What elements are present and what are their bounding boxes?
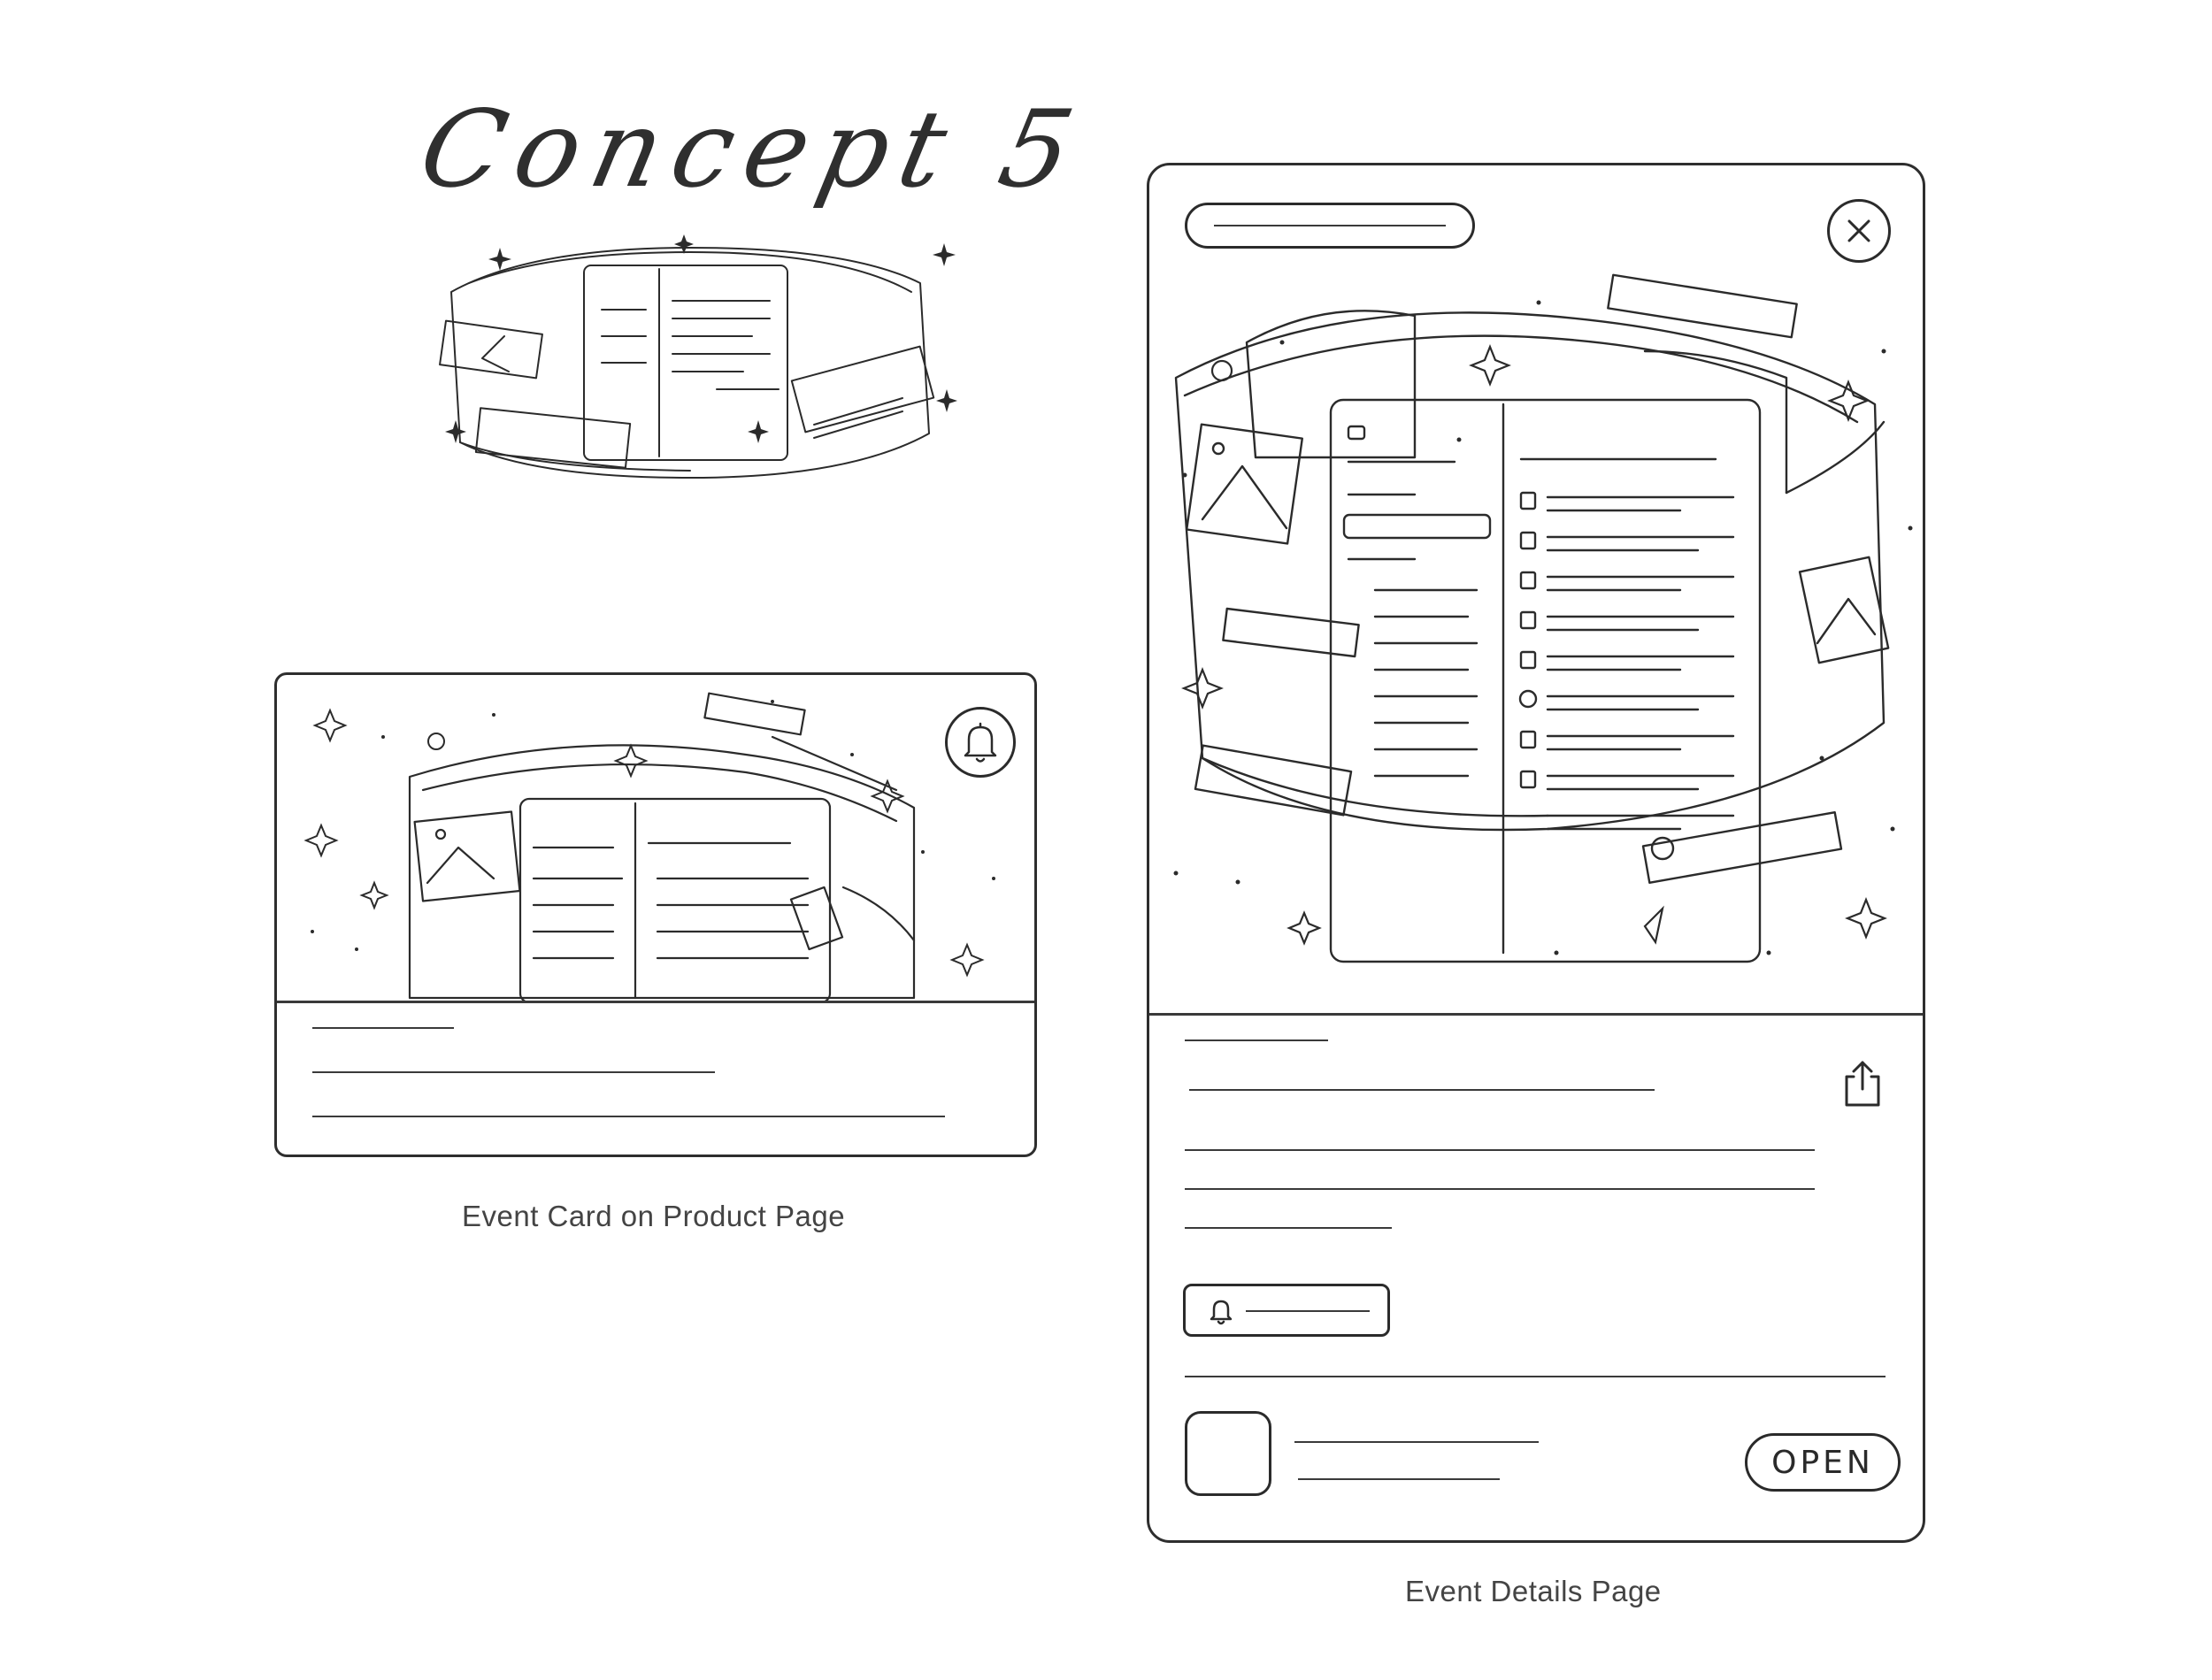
details-text-line <box>1185 1188 1815 1190</box>
event-card-caption: Event Card on Product Page <box>462 1200 846 1232</box>
details-subtitle-line <box>1189 1089 1655 1091</box>
close-icon <box>1847 219 1870 242</box>
app-name-line <box>1294 1441 1539 1443</box>
card-text-line <box>312 1116 945 1117</box>
event-card-illustration <box>303 692 995 1002</box>
details-text-line <box>1185 1149 1815 1151</box>
bell-icon <box>1210 1300 1233 1325</box>
open-button[interactable]: OPEN <box>1745 1433 1901 1492</box>
remind-button[interactable] <box>1183 1284 1390 1337</box>
share-icon <box>1845 1061 1880 1107</box>
app-icon <box>1185 1411 1271 1496</box>
card-divider <box>277 1001 1034 1003</box>
share-button[interactable] <box>1839 1057 1886 1110</box>
event-details-panel <box>1147 163 1925 1543</box>
concept-title: Concept 5 <box>410 88 1095 211</box>
card-title-line <box>312 1027 454 1029</box>
details-separator <box>1185 1376 1886 1377</box>
concept-sketch <box>439 234 957 479</box>
bell-icon <box>964 722 997 763</box>
event-card[interactable] <box>274 672 1037 1157</box>
event-details-caption: Event Details Page <box>1405 1575 1662 1607</box>
details-title-line <box>1185 1039 1328 1041</box>
close-button[interactable] <box>1827 199 1891 263</box>
details-divider <box>1149 1013 1923 1016</box>
card-text-line <box>312 1071 715 1073</box>
search-pill[interactable] <box>1185 203 1475 249</box>
app-subtitle-line <box>1298 1478 1500 1480</box>
details-text-line <box>1185 1227 1392 1229</box>
event-details-illustration <box>1173 273 1913 963</box>
bell-button[interactable] <box>945 707 1016 778</box>
